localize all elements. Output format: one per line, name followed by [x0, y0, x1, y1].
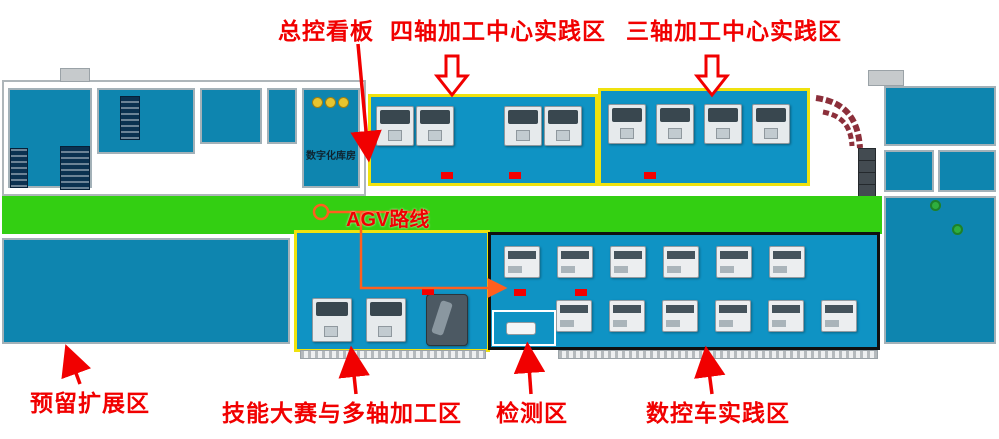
- label-inspection: 检测区: [496, 400, 568, 426]
- room-right-small: [938, 150, 996, 192]
- lathe-machine-icon: [557, 246, 593, 278]
- label-four-axis: 四轴加工中心实践区: [390, 18, 606, 44]
- lathe-machine-icon: [716, 246, 752, 278]
- floor-marker: [644, 172, 656, 179]
- stairs-icon: [60, 146, 90, 190]
- floor-marker: [514, 289, 526, 296]
- cnc-machine-icon: [504, 106, 542, 146]
- room-c: [200, 88, 262, 144]
- top-notch: [60, 68, 90, 82]
- cnc-machine-icon: [416, 106, 454, 146]
- floor-marker: [575, 289, 587, 296]
- stairs-icon: [10, 148, 28, 188]
- cnc-machine-icon: [704, 104, 742, 144]
- lathe-machine-icon: [662, 300, 698, 332]
- floor-marker: [441, 172, 453, 179]
- four-axis-block-arrow: [433, 54, 471, 98]
- cnc-machine-icon: [366, 298, 406, 342]
- room-right-small: [884, 150, 934, 192]
- cnc-machine-icon: [544, 106, 582, 146]
- seating-arc-icon: [822, 109, 855, 147]
- lathe-machine-icon: [610, 246, 646, 278]
- label-cnc-lathe: 数控车实践区: [646, 400, 790, 426]
- plant-icon: [930, 200, 941, 211]
- top-right-notch: [868, 70, 904, 86]
- floor-marker: [509, 172, 521, 179]
- lathe-machine-icon: [821, 300, 857, 332]
- lathe-machine-icon: [556, 300, 592, 332]
- vent-strip: [300, 350, 486, 359]
- lathe-machine-icon: [663, 246, 699, 278]
- ceiling-light-icon: [338, 97, 349, 108]
- agv-corridor: [2, 196, 882, 234]
- label-master-control: 总控看板: [278, 18, 374, 44]
- vent-strip: [558, 350, 878, 359]
- cnc-lathe-arrow: [694, 345, 726, 395]
- room-right-tall: [884, 196, 996, 344]
- label-reserved-expansion: 预留扩展区: [30, 390, 150, 416]
- lathe-machine-icon: [504, 246, 540, 278]
- floor-marker: [422, 288, 434, 295]
- stairs-icon: [120, 96, 140, 140]
- lathe-machine-icon: [768, 300, 804, 332]
- reserved-expansion-room: [2, 238, 290, 344]
- cnc-machine-icon: [312, 298, 352, 342]
- label-skills-multi-axis: 技能大赛与多轴加工区: [222, 400, 462, 426]
- measuring-instrument-icon: [506, 322, 536, 335]
- label-three-axis: 三轴加工中心实践区: [626, 18, 842, 44]
- lathe-machine-icon: [609, 300, 645, 332]
- digital-warehouse-label: 数字化库房: [306, 151, 356, 162]
- reserved-expansion-arrow: [61, 344, 92, 385]
- robot-arm-icon: [426, 294, 468, 346]
- cnc-machine-icon: [608, 104, 646, 144]
- inspection-arrow: [513, 341, 546, 395]
- ceiling-light-icon: [325, 97, 336, 108]
- room-d: [267, 88, 297, 144]
- skills-zone-arrow: [338, 345, 370, 395]
- room-right-top: [884, 86, 996, 146]
- lathe-machine-icon: [715, 300, 751, 332]
- cnc-machine-icon: [656, 104, 694, 144]
- room-b: [97, 88, 195, 154]
- label-agv-route: AGV路线: [346, 209, 430, 231]
- cnc-machine-icon: [752, 104, 790, 144]
- cnc-machine-icon: [376, 106, 414, 146]
- lathe-machine-icon: [769, 246, 805, 278]
- ceiling-light-icon: [312, 97, 323, 108]
- plant-icon: [952, 224, 963, 235]
- seating-arc-icon: [815, 95, 863, 149]
